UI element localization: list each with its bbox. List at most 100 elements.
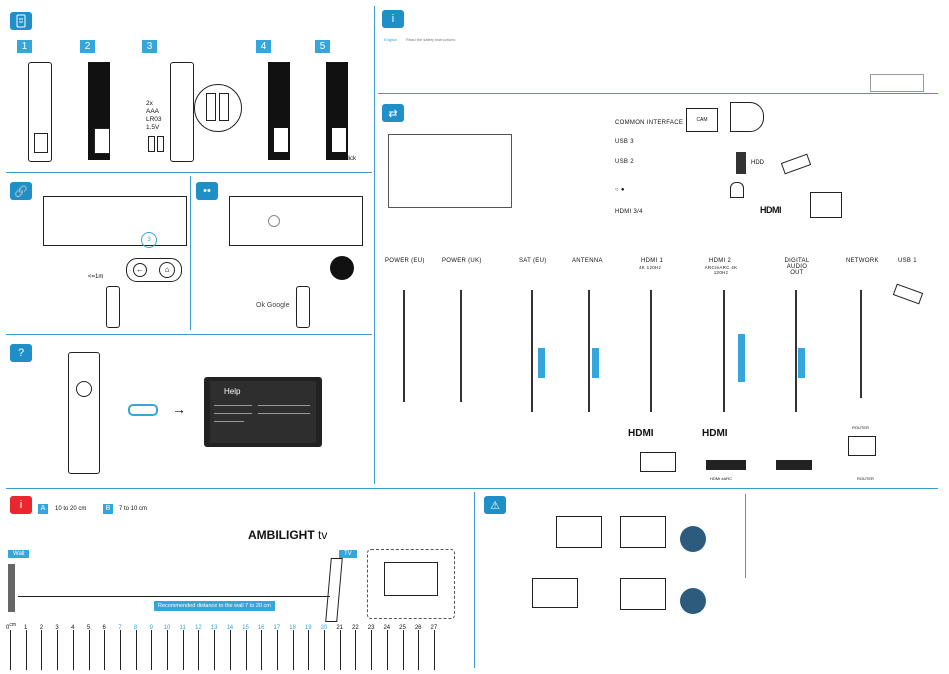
ruler-tick <box>229 630 231 670</box>
step-2: 2 <box>80 40 95 53</box>
google-assistant-icon: •• <box>196 182 218 200</box>
ruler-tick <box>10 630 11 670</box>
tv-heat-icon <box>556 516 602 548</box>
cable-tag <box>798 348 805 378</box>
battery-icon <box>148 136 155 152</box>
port-hdmi-2: HDMI 2 <box>709 258 732 264</box>
warning-icon: ⚠ <box>484 496 506 514</box>
ruler-label: 9 <box>149 625 153 631</box>
ruler-label: 12 <box>195 625 202 631</box>
ruler-label: 3 <box>55 625 59 631</box>
ruler-tick <box>308 630 310 670</box>
remote-in-hand <box>296 286 310 328</box>
tv-screen <box>229 196 363 246</box>
cable-power-eu <box>403 290 405 402</box>
ruler-label: 4 <box>71 625 75 631</box>
ruler-label: 6 <box>102 625 106 631</box>
assistant-button-icon <box>330 256 354 280</box>
port-power-eu: POWER (EU) <box>385 258 425 264</box>
ruler-label: 15 <box>242 625 249 631</box>
laptop-icon <box>810 192 842 218</box>
ruler-label: 24 <box>383 625 391 631</box>
remote-in-hand <box>106 286 120 328</box>
legend-a-badge: A <box>38 504 48 514</box>
tv-side-icon <box>325 558 343 622</box>
headphones-icon <box>730 182 744 198</box>
router-label-2: ROUTER <box>857 476 874 481</box>
back-icon: ← <box>133 263 147 277</box>
ruler-label: 18 <box>289 625 296 631</box>
ruler-tick <box>167 630 168 670</box>
legend-b-badge: B <box>103 504 113 514</box>
language-label: English <box>384 37 398 42</box>
port-sat-eu: SAT (EU) <box>519 258 547 264</box>
remote-open-illustration <box>170 62 194 162</box>
remote-back-illustration <box>326 62 348 160</box>
ruler-label: 1 <box>24 625 28 631</box>
ruler-label: 2 <box>39 625 44 631</box>
help-icon: ? <box>10 344 32 362</box>
port-usb-2: USB 2 <box>615 159 634 165</box>
ruler-label: 20 <box>320 625 328 631</box>
usb-stick-icon <box>780 153 812 175</box>
arrow-up-icon <box>34 133 48 153</box>
port-hdmi-3-4: HDMI 3/4 <box>615 209 643 215</box>
ruler-label: 11 <box>179 625 186 631</box>
cable-power-uk <box>460 290 462 402</box>
connections-icon: ⇄ <box>382 104 404 122</box>
help-title: Help <box>224 387 241 396</box>
ruler-label: 16 <box>257 625 265 631</box>
ruler-tick <box>276 630 278 670</box>
ruler-tick <box>25 630 27 670</box>
cable-tag <box>592 348 599 378</box>
ruler-tick <box>198 630 200 670</box>
port-digital-audio-out: DIGITAL AUDIO OUT <box>784 258 810 276</box>
port-power-uk: POWER (UK) <box>442 258 482 264</box>
distance-line <box>18 596 330 597</box>
ruler-label: 23 <box>367 625 375 631</box>
ruler-tick <box>57 630 59 670</box>
info-icon: i <box>10 496 32 514</box>
ruler-tick <box>72 630 74 670</box>
cable-hdmi-2 <box>723 290 725 412</box>
tv-screen <box>43 196 187 246</box>
divider <box>378 93 938 94</box>
ruler-tick <box>41 630 43 670</box>
cable-tag <box>538 348 545 378</box>
battery-zoom <box>194 84 242 132</box>
distance-label: <=1m <box>88 274 104 280</box>
tv-label: TV <box>339 550 357 558</box>
cloth-ok-icon <box>680 526 706 552</box>
ruler-tick <box>324 630 325 670</box>
hdmi-logo-2: HDMI <box>702 428 728 439</box>
ruler-tick <box>214 630 216 670</box>
book-info-icon: i <box>382 10 404 28</box>
battery-icon <box>157 136 164 152</box>
step-5: 5 <box>315 40 330 53</box>
port-hdmi-2-sub: ARC/eARC 4K 120Hz <box>704 265 738 275</box>
ruler-tick <box>182 630 184 670</box>
hdmi-earc-label: HDMI eARC <box>710 476 733 481</box>
ruler-label: 14 <box>226 625 234 631</box>
ruler-tick <box>292 630 294 670</box>
click-label: Click <box>343 156 356 162</box>
hdmi-logo: HDMI <box>760 205 782 215</box>
av-receiver-icon <box>706 460 746 470</box>
remote-full <box>68 352 100 474</box>
ok-google-label: Ok Google <box>256 302 290 309</box>
divider <box>6 172 372 173</box>
ruler-tick <box>371 630 373 670</box>
ruler-label: 8 <box>133 625 138 631</box>
hdmi-logo-1: HDMI <box>628 428 654 439</box>
ruler-label: 25 <box>399 625 406 631</box>
help-button-icon <box>128 404 158 416</box>
divider <box>474 492 475 668</box>
soundbar-icon <box>776 460 812 470</box>
ruler-tick <box>119 630 121 670</box>
ruler-tick <box>355 630 357 670</box>
battery-spec: 2x AAA LR03 1.5V <box>146 100 162 131</box>
ruler-label: 26 <box>414 625 422 631</box>
ruler-label: 17 <box>273 625 281 631</box>
ruler-label: 13 <box>210 625 218 631</box>
safety-text: Read the safety instructions <box>406 37 456 42</box>
